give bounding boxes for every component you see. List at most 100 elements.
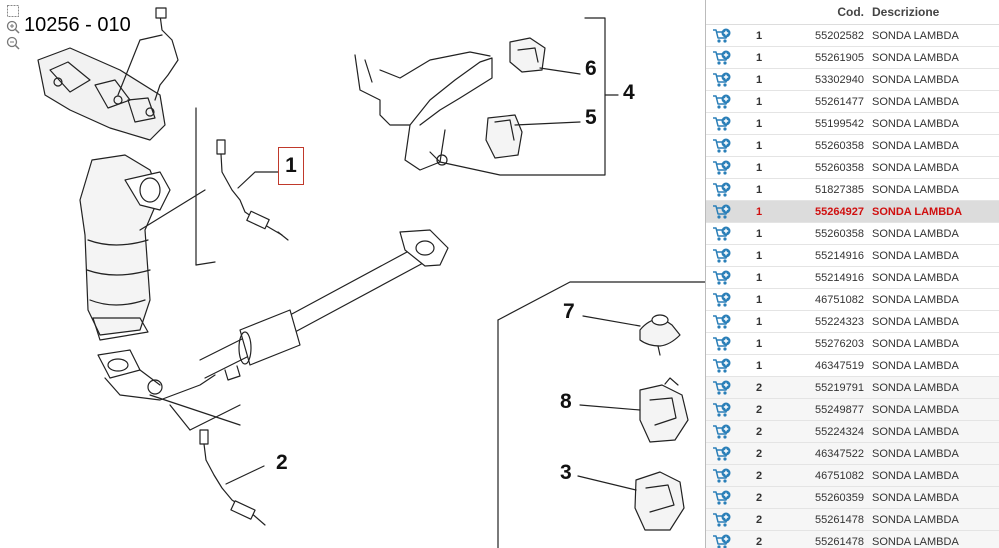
- row-code: 55260358: [815, 139, 864, 152]
- add-to-cart-icon[interactable]: [706, 28, 746, 44]
- row-qty: 2: [756, 513, 763, 526]
- zoom-out-icon[interactable]: [6, 36, 20, 50]
- add-to-cart-icon[interactable]: [706, 358, 746, 374]
- row-description: SONDA LAMBDA: [872, 95, 959, 108]
- add-to-cart-icon[interactable]: [706, 380, 746, 396]
- table-row[interactable]: 2 55219791 SONDA LAMBDA: [706, 377, 999, 399]
- callout-8[interactable]: 8: [560, 390, 572, 413]
- table-row[interactable]: 1 55261477 SONDA LAMBDA: [706, 91, 999, 113]
- row-description: SONDA LAMBDA: [872, 359, 959, 372]
- row-code: 55224323: [815, 315, 864, 328]
- add-to-cart-icon[interactable]: [706, 270, 746, 286]
- row-description: SONDA LAMBDA: [872, 51, 959, 64]
- add-to-cart-icon[interactable]: [706, 204, 746, 220]
- row-description: SONDA LAMBDA: [872, 117, 959, 130]
- add-to-cart-icon[interactable]: [706, 534, 746, 548]
- callout-3[interactable]: 3: [560, 461, 572, 484]
- row-description: SONDA LAMBDA: [872, 183, 959, 196]
- row-qty: 1: [756, 73, 763, 86]
- row-description: SONDA LAMBDA: [872, 29, 959, 42]
- row-qty: 1: [756, 139, 763, 152]
- row-code: 53302940: [815, 73, 864, 86]
- row-qty: 1: [756, 95, 763, 108]
- exploded-diagram[interactable]: 10256 - 010 1 2 3 4 5 6 7 8: [0, 0, 706, 548]
- callout-2[interactable]: 2: [276, 451, 288, 474]
- add-to-cart-icon[interactable]: [706, 226, 746, 242]
- add-to-cart-icon[interactable]: [706, 424, 746, 440]
- row-code: 55219791: [815, 381, 864, 394]
- add-to-cart-icon[interactable]: [706, 138, 746, 154]
- add-to-cart-icon[interactable]: [706, 314, 746, 330]
- row-description: SONDA LAMBDA: [872, 381, 959, 394]
- header-cod[interactable]: Cod.: [837, 5, 864, 19]
- row-description: SONDA LAMBDA: [872, 161, 959, 174]
- add-to-cart-icon[interactable]: [706, 402, 746, 418]
- zoom-in-icon[interactable]: [6, 20, 20, 34]
- row-qty: 1: [756, 161, 763, 174]
- callout-6[interactable]: 6: [585, 57, 597, 80]
- row-qty: 1: [756, 227, 763, 240]
- row-code: 46347519: [815, 359, 864, 372]
- row-qty: 1: [756, 337, 763, 350]
- add-to-cart-icon[interactable]: [706, 512, 746, 528]
- row-qty: 2: [756, 469, 763, 482]
- callout-1[interactable]: 1: [278, 147, 304, 185]
- row-qty: 1: [756, 117, 763, 130]
- add-to-cart-icon[interactable]: [706, 160, 746, 176]
- table-row[interactable]: 1 55199542 SONDA LAMBDA: [706, 113, 999, 135]
- row-code: 55261477: [815, 95, 864, 108]
- add-to-cart-icon[interactable]: [706, 50, 746, 66]
- row-qty: 1: [756, 293, 763, 306]
- add-to-cart-icon[interactable]: [706, 182, 746, 198]
- row-qty: 2: [756, 381, 763, 394]
- callout-4[interactable]: 4: [623, 81, 635, 104]
- add-to-cart-icon[interactable]: [706, 446, 746, 462]
- header-descrizione[interactable]: Descrizione: [872, 5, 940, 19]
- add-to-cart-icon[interactable]: [706, 490, 746, 506]
- row-description: SONDA LAMBDA: [872, 205, 963, 218]
- row-description: SONDA LAMBDA: [872, 491, 959, 504]
- row-qty: 1: [756, 51, 763, 64]
- add-to-cart-icon[interactable]: [706, 248, 746, 264]
- callout-7[interactable]: 7: [563, 300, 575, 323]
- table-row[interactable]: 1 46347519 SONDA LAMBDA: [706, 355, 999, 377]
- add-to-cart-icon[interactable]: [706, 292, 746, 308]
- row-qty: 1: [756, 359, 763, 372]
- row-code: 55260358: [815, 227, 864, 240]
- add-to-cart-icon[interactable]: [706, 336, 746, 352]
- fit-view-icon[interactable]: [6, 4, 20, 18]
- row-code: 55276203: [815, 337, 864, 350]
- row-description: SONDA LAMBDA: [872, 535, 959, 548]
- add-to-cart-icon[interactable]: [706, 72, 746, 88]
- row-code: 55199542: [815, 117, 864, 130]
- row-qty: 2: [756, 447, 763, 460]
- add-to-cart-icon[interactable]: [706, 94, 746, 110]
- callout-5[interactable]: 5: [585, 106, 597, 129]
- row-code: 46751082: [815, 293, 864, 306]
- add-to-cart-icon[interactable]: [706, 468, 746, 484]
- row-qty: 1: [756, 315, 763, 328]
- row-code: 55214916: [815, 249, 864, 262]
- add-to-cart-icon[interactable]: [706, 116, 746, 132]
